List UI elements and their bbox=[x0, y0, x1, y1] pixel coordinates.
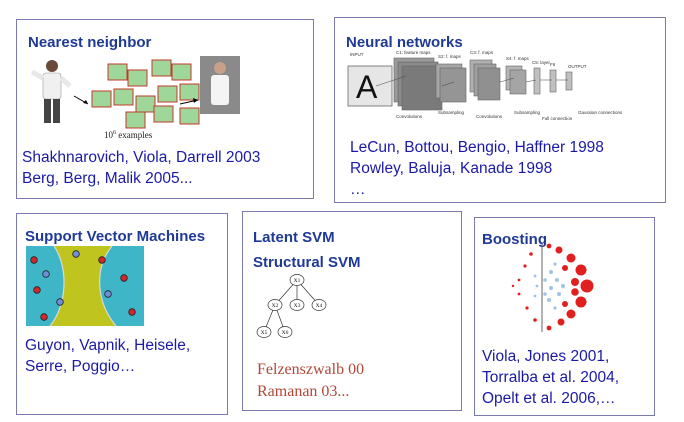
boosting-illustration bbox=[511, 243, 594, 332]
boosting-panel bbox=[474, 217, 655, 416]
structural-svm-title: Structural SVM bbox=[253, 254, 361, 271]
svg-text:Subsampling: Subsampling bbox=[514, 110, 541, 115]
svg-text:S2: f. maps: S2: f. maps bbox=[438, 54, 462, 59]
tree-node-x4: X4 bbox=[316, 303, 323, 309]
svg-text:A: A bbox=[356, 69, 378, 105]
svg-text:Convolutions: Convolutions bbox=[396, 114, 423, 119]
example-thumbnails bbox=[91, 59, 200, 129]
nearest-neighbor-refs: Shakhnarovich, Viola, Darrell 2003 Berg,… bbox=[22, 147, 260, 189]
nearest-neighbor-illustration bbox=[30, 56, 240, 129]
svm-decision-boundary-illustration bbox=[26, 245, 144, 327]
ref-line: Opelt et al. 2006,… bbox=[482, 390, 616, 407]
ref-line: LeCun, Bottou, Bengio, Haffner 1998 bbox=[350, 139, 604, 156]
tree-node-x5: X5 bbox=[261, 330, 268, 336]
svg-text:Gaussian connections: Gaussian connections bbox=[578, 110, 623, 115]
nearest-neighbor-title: Nearest neighbor bbox=[28, 34, 152, 51]
ref-line: Rowley, Baluja, Kanade 1998 bbox=[350, 160, 553, 177]
svm-title: Support Vector Machines bbox=[25, 228, 206, 245]
ref-line: Viola, Jones 2001, bbox=[482, 348, 610, 365]
ref-line: Shakhnarovich, Viola, Darrell 2003 bbox=[22, 149, 261, 166]
svg-text:F6: F6 bbox=[550, 62, 556, 67]
svg-text:OUTPUT: OUTPUT bbox=[568, 64, 587, 69]
cnn-architecture-diagram: A INPUT C1: feature maps S2: f. maps C3:… bbox=[347, 50, 623, 121]
latent-svm-refs: Felzenszwalb 00 Ramanan 03... bbox=[257, 359, 364, 403]
ref-line: Torralba et al. 2004, bbox=[482, 369, 620, 386]
ref-line: Felzenszwalb 00 bbox=[257, 361, 365, 378]
latent-svm-panel bbox=[242, 211, 462, 411]
query-person-image bbox=[30, 60, 72, 123]
svg-text:C5: layer: C5: layer bbox=[532, 60, 551, 65]
neural-networks-title: Neural networks bbox=[346, 34, 463, 51]
latent-svm-title: Latent SVM bbox=[253, 229, 335, 246]
ref-line: Berg, Berg, Malik 2005... bbox=[22, 170, 193, 187]
svg-text:Full connection: Full connection bbox=[542, 116, 573, 121]
svg-text:Subsampling: Subsampling bbox=[438, 110, 465, 115]
neural-networks-panel bbox=[334, 17, 666, 203]
svg-text:S4: f. maps: S4: f. maps bbox=[506, 56, 530, 61]
boosting-title: Boosting bbox=[482, 231, 547, 248]
result-image bbox=[200, 56, 240, 114]
neural-networks-refs: LeCun, Bottou, Bengio, Haffner 1998 Rowl… bbox=[350, 137, 604, 200]
tree-node-x3: X3 bbox=[294, 303, 301, 309]
nearest-neighbor-caption: 106 examples bbox=[104, 130, 153, 140]
boosting-refs: Viola, Jones 2001, Torralba et al. 2004,… bbox=[482, 346, 619, 409]
tree-node-x2: X2 bbox=[272, 303, 279, 309]
svg-text:INPUT: INPUT bbox=[350, 52, 364, 57]
svm-refs: Guyon, Vapnik, Heisele, Serre, Poggio… bbox=[25, 335, 190, 377]
tree-node-x6: X6 bbox=[282, 330, 289, 336]
svg-text:C1: feature maps: C1: feature maps bbox=[396, 50, 431, 55]
ref-line: … bbox=[350, 181, 366, 198]
tree-node-x1: X1 bbox=[294, 278, 301, 284]
ref-line: Serre, Poggio… bbox=[25, 358, 136, 375]
ref-line: Guyon, Vapnik, Heisele, bbox=[25, 337, 191, 354]
svg-text:C3: f. maps: C3: f. maps bbox=[470, 50, 494, 55]
svg-text:Convolutions: Convolutions bbox=[476, 114, 503, 119]
graphical-model-tree: X1 X2 X3 X4 X5 X6 bbox=[256, 274, 327, 338]
ref-line: Ramanan 03... bbox=[257, 383, 350, 400]
